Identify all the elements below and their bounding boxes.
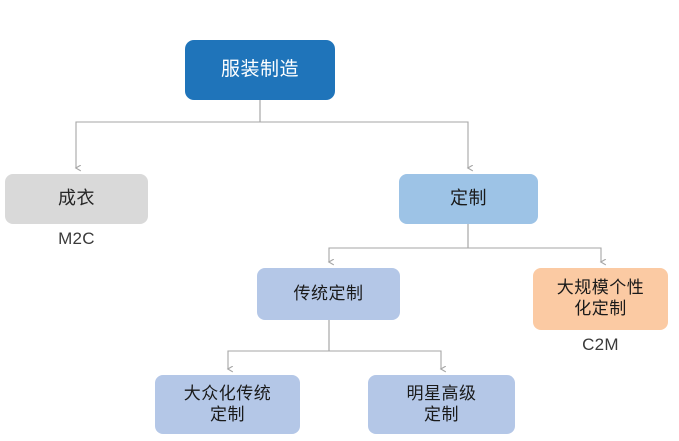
edge-root-to-ready-to-wear (76, 100, 261, 168)
node-root[interactable]: 服装制造 (185, 40, 335, 100)
caption-m2c: M2C (5, 229, 148, 249)
caption-m2c-text: M2C (58, 229, 95, 248)
node-celebrity-haute-couture-label: 明星高级 定制 (406, 383, 477, 424)
node-mass-personalized-custom[interactable]: 大规模个性 化定制 (533, 268, 668, 330)
node-traditional-custom[interactable]: 传统定制 (257, 268, 400, 320)
node-mass-personalized-custom-label: 大规模个性 化定制 (556, 278, 645, 318)
edge-custom-to-traditional-custom (329, 224, 469, 262)
edge-root-to-custom (259, 100, 468, 168)
node-mass-traditional-custom-label: 大众化传统 定制 (183, 383, 272, 424)
edge-traditional-custom-to-celebrity-haute-couture (328, 320, 441, 369)
caption-c2m: C2M (533, 335, 668, 355)
caption-c2m-text: C2M (582, 335, 619, 354)
node-root-label: 服装制造 (220, 59, 299, 81)
edge-traditional-custom-to-mass-traditional-custom (228, 320, 330, 369)
node-mass-traditional-custom[interactable]: 大众化传统 定制 (155, 375, 300, 434)
edge-custom-to-mass-personalized-custom (467, 224, 601, 262)
node-custom[interactable]: 定制 (399, 174, 538, 224)
node-traditional-custom-label: 传统定制 (293, 283, 364, 303)
node-ready-to-wear[interactable]: 成衣 (5, 174, 148, 224)
node-ready-to-wear-label: 成衣 (58, 188, 95, 209)
node-custom-label: 定制 (450, 188, 487, 209)
node-celebrity-haute-couture[interactable]: 明星高级 定制 (368, 375, 515, 434)
